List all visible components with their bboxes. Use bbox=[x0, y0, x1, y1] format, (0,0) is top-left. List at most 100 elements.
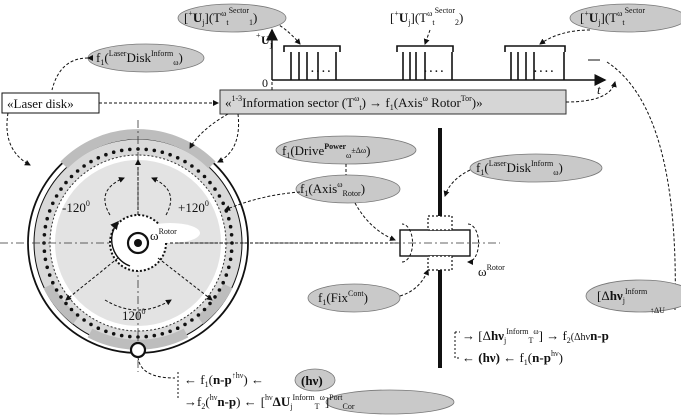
disk-dot bbox=[119, 148, 124, 153]
disk-dot bbox=[136, 335, 140, 339]
disk-dot bbox=[213, 295, 217, 299]
disk-dot bbox=[221, 201, 225, 206]
disk-dot bbox=[217, 288, 222, 292]
svg-text:→f2(hνn-p) ←[hνΔUjInformTω]Po: →f2(hνn-p) ←[hνΔUjInformTω]PortCor bbox=[184, 393, 355, 411]
disk-dot bbox=[202, 307, 207, 312]
disk-omega-rotor-label: ωRotor bbox=[150, 227, 177, 243]
disk-dot bbox=[144, 147, 148, 152]
disk-dot bbox=[160, 150, 165, 154]
disk-dot bbox=[128, 147, 132, 152]
disk-dot bbox=[168, 152, 172, 157]
disk-dot bbox=[208, 301, 212, 306]
svg-text:«Laser disk»: «Laser disk» bbox=[7, 96, 74, 111]
disk-dot bbox=[104, 152, 108, 157]
svg-text:→ [ΔhνjInformTω] → f2(Δhνn-p: → [ΔhνjInformTω] → f2(Δhνn-p bbox=[462, 327, 609, 345]
disk-dot bbox=[227, 265, 231, 270]
ellipse-f1-drive-power: f1(DrivePowerω±Δω) bbox=[275, 135, 417, 165]
ellipse-f1-laser-disk-right: f1(LaserDiskInformω) bbox=[469, 153, 603, 183]
disk-dot bbox=[75, 169, 80, 173]
svg-text:f1(LaserDiskInformω): f1(LaserDiskInformω) bbox=[96, 49, 183, 67]
disk-dot bbox=[217, 194, 222, 198]
ellipse-f1-axis-rotor: f1(AxisωRotor) bbox=[295, 174, 401, 204]
disk-dot bbox=[190, 318, 194, 322]
disk-dot bbox=[111, 150, 116, 154]
svg-text:f1(DrivePowerω±Δω): f1(DrivePowerω±Δω) bbox=[282, 142, 370, 160]
ellipse-f1-laser-disk-top: f1(LaserDiskInformω) bbox=[87, 43, 205, 73]
sector-dots-3: . . . . bbox=[534, 63, 554, 75]
signal-origin-label: 0 bbox=[262, 76, 268, 90]
svg-text:[ΔhνjInform: [ΔhνjInform bbox=[597, 287, 648, 305]
disk-dot bbox=[64, 301, 68, 306]
disk-dot bbox=[75, 313, 80, 317]
disk-dot bbox=[54, 194, 59, 198]
hv-ellipse-label: (hν) bbox=[301, 373, 323, 388]
disk-dot bbox=[51, 280, 55, 285]
disk-dot bbox=[111, 332, 116, 336]
disk-dot bbox=[64, 180, 68, 185]
disk-dot bbox=[43, 257, 48, 262]
svg-text:j: j bbox=[269, 40, 272, 49]
bottom-formula: ← f1(n-p↑hν) ← (hν) →f2(hνn-p) ←[hνΔUjIn… bbox=[137, 356, 455, 415]
shaft-omega-rotor-label: ωRotor bbox=[478, 263, 505, 279]
disk-dot bbox=[69, 174, 74, 179]
rotor-shaft bbox=[392, 128, 500, 368]
disk-dot bbox=[229, 249, 234, 253]
svg-text:f1(FixCont): f1(FixCont) bbox=[318, 289, 368, 307]
angle-bottom-label: 1200 bbox=[122, 307, 146, 323]
sector-pulses-2 bbox=[396, 45, 454, 80]
ellipse-f1-fix-cont: f1(FixCont) bbox=[307, 283, 401, 313]
disk-dot bbox=[152, 333, 157, 338]
disk-dot bbox=[104, 329, 108, 334]
disk-dot bbox=[160, 332, 165, 336]
right-edge-formula: [ΔhνjInform ↑ΔU bbox=[585, 279, 681, 315]
sector-pulses-1 bbox=[283, 45, 341, 80]
svg-text:«1-3Information sector (Tωt) →: «1-3Information sector (Tωt) → f1(Axisω … bbox=[225, 94, 483, 112]
angle-left-label: -1200 bbox=[62, 199, 90, 215]
svg-text:← (hν) ← f1(n-phν): ← (hν) ← f1(n-phν) bbox=[462, 349, 563, 367]
right-bottom-formula: → [ΔhνjInformTω] → f2(Δhνn-p ← (hν) ← f1… bbox=[454, 327, 609, 367]
disk-dot bbox=[152, 148, 157, 153]
disk-dot bbox=[190, 164, 194, 168]
svg-text:U: U bbox=[261, 33, 270, 47]
disk-dot bbox=[82, 164, 86, 168]
disk-dot bbox=[47, 209, 52, 213]
disk-dot bbox=[43, 224, 48, 229]
disk-dot bbox=[51, 201, 55, 206]
disk-dot bbox=[202, 174, 207, 179]
sector-pulses-3 bbox=[504, 45, 566, 80]
disk-dot bbox=[45, 265, 49, 270]
angle-right-label: +1200 bbox=[178, 199, 209, 215]
disk-dot bbox=[221, 280, 225, 285]
disk-dot bbox=[183, 159, 187, 164]
svg-text:+: + bbox=[256, 31, 261, 40]
disk-dot bbox=[224, 273, 229, 277]
disk-dot bbox=[175, 156, 180, 160]
disk-dot bbox=[208, 180, 212, 185]
disk-dot bbox=[42, 233, 47, 237]
disk-dot bbox=[59, 295, 63, 299]
disk-dot bbox=[128, 334, 132, 339]
svg-text:↑ΔU: ↑ΔU bbox=[650, 306, 665, 315]
disk-dot bbox=[168, 329, 172, 334]
laser-disk-box: «Laser disk» bbox=[1, 92, 100, 114]
disk-dot bbox=[47, 273, 52, 277]
svg-text:[+Uj](TωtSector2): [+Uj](TωtSector2) bbox=[390, 6, 463, 27]
disk-dot bbox=[196, 313, 201, 317]
sector-dots-2: . . . . bbox=[424, 63, 444, 75]
laser-disk-drawing bbox=[0, 120, 360, 372]
disk-dot bbox=[89, 322, 93, 327]
svg-text:← f1(n-p↑hν) ←: ← f1(n-p↑hν) ← bbox=[184, 371, 264, 389]
svg-text:f1(AxisωRotor): f1(AxisωRotor) bbox=[300, 180, 365, 198]
disk-dot bbox=[54, 288, 59, 292]
signal-y-label: + U j bbox=[256, 31, 272, 49]
disk-dot bbox=[96, 156, 101, 160]
callout-sector-1: [+Uj](TωtSector1) bbox=[177, 3, 287, 33]
disk-dot bbox=[42, 249, 47, 253]
disk-dot bbox=[82, 318, 86, 322]
disk-dot bbox=[213, 187, 217, 191]
disk-dot bbox=[45, 216, 49, 221]
disk-dot bbox=[229, 233, 234, 237]
disk-dot bbox=[96, 326, 101, 331]
disk-dot bbox=[228, 224, 233, 229]
callout-sector-3: [+Uj](TωtSector bbox=[569, 3, 681, 33]
